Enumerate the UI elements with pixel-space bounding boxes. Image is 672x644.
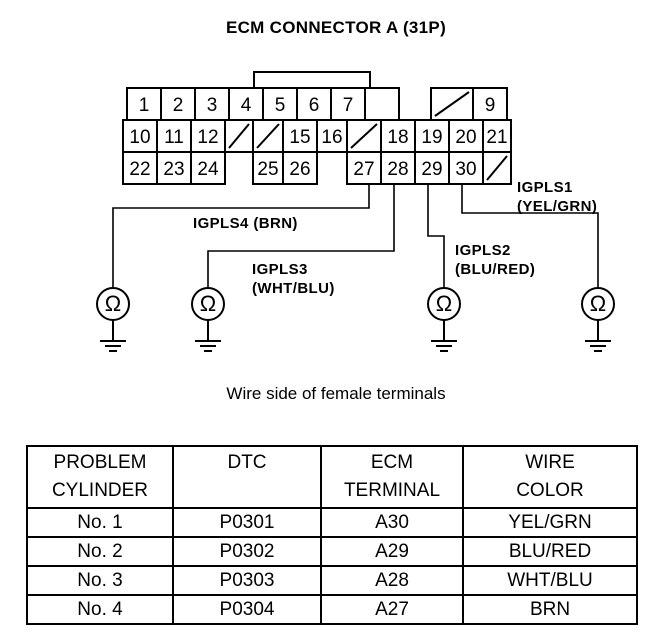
table-row: No. 2 P0302 A29 BLU/RED [26, 536, 638, 567]
ohm-icon: Ω [436, 291, 452, 316]
table-header-row: PROBLEM CYLINDER DTC ECM TERMINAL WIRE C… [26, 445, 638, 509]
pin-number: 2 [173, 95, 184, 116]
pin-number: 9 [485, 95, 496, 116]
cell-terminal: A27 [320, 594, 464, 625]
empty-cavity-slash [434, 91, 470, 117]
pin-number: 26 [289, 159, 310, 180]
ohm-meter-igpls2: Ω [427, 287, 461, 352]
wire-igpls2 [427, 183, 445, 288]
ohm-meter-igpls4: Ω [96, 287, 130, 352]
cell-terminal: A30 [320, 507, 464, 538]
wire-igpls3 [207, 183, 395, 288]
pin-number: 10 [129, 127, 150, 148]
ohm-icon: Ω [590, 291, 606, 316]
cell-cylinder: No. 1 [26, 507, 174, 538]
cell-wire-color: WHT/BLU [462, 565, 638, 596]
cell-dtc: P0301 [172, 507, 322, 538]
empty-cavity-slash [256, 123, 280, 149]
wire-label-igpls3: IGPLS3 (WHT/BLU) [252, 260, 335, 298]
wire-igpls1 [461, 183, 599, 288]
wire-color: (BLU/RED) [455, 261, 536, 278]
connector-cavity [190, 151, 226, 185]
connector-cavity [472, 87, 508, 121]
connector-cavity [190, 119, 226, 153]
pin-number: 20 [455, 127, 476, 148]
header-dtc: DTC [172, 445, 322, 509]
pin-number: 23 [163, 159, 184, 180]
pin-number: 6 [309, 95, 320, 116]
connector-cavity [448, 151, 484, 185]
table-row: No. 1 P0301 A30 YEL/GRN [26, 507, 638, 538]
connector-cavity [364, 87, 400, 121]
cell-dtc: P0304 [172, 594, 322, 625]
pin-number: 27 [353, 159, 374, 180]
wire-label-igpls1: IGPLS1 (YEL/GRN) [517, 178, 597, 216]
pin-number: 11 [164, 127, 184, 148]
pin-number: 22 [129, 159, 150, 180]
header-wire-color: WIRE COLOR [462, 445, 638, 509]
header-problem-cylinder: PROBLEM CYLINDER [26, 445, 174, 509]
wire-name: IGPLS2 [455, 242, 511, 259]
cell-wire-color: YEL/GRN [462, 507, 638, 538]
wire-name: IGPLS1 [517, 179, 573, 196]
ohm-icon: Ω [200, 291, 216, 316]
pin-number: 3 [207, 95, 218, 116]
connector-cavity [316, 119, 348, 153]
connector-latch [253, 71, 371, 88]
wire-color: (BRN) [253, 215, 298, 232]
connector-cavity [482, 119, 512, 153]
pin-number: 1 [139, 95, 150, 116]
connector-title: ECM CONNECTOR A (31P) [225, 18, 447, 37]
pin-number: 7 [343, 95, 354, 116]
connector-cavity [380, 151, 416, 185]
pin-number: 4 [241, 95, 252, 116]
cell-wire-color: BLU/RED [462, 536, 638, 567]
pin-number: 12 [197, 127, 218, 148]
ohm-meter-igpls3: Ω [191, 287, 225, 352]
ohm-meter-igpls1: Ω [581, 287, 615, 352]
pin-number: 21 [486, 127, 507, 148]
wire-name: IGPLS4 [193, 215, 249, 232]
cell-wire-color: BRN [462, 594, 638, 625]
header-ecm-terminal: ECM TERMINAL [320, 445, 464, 509]
cell-terminal: A28 [320, 565, 464, 596]
pin-number: 25 [257, 159, 278, 180]
wire-color: (WHT/BLU) [252, 280, 335, 297]
pin-number: 16 [321, 127, 342, 148]
connector-cavity [160, 87, 196, 121]
diagram-caption: Wire side of female terminals [226, 384, 446, 403]
cell-dtc: P0303 [172, 565, 322, 596]
pin-number: 30 [455, 159, 476, 180]
wire-name: IGPLS3 [252, 261, 308, 278]
cell-cylinder: No. 4 [26, 594, 174, 625]
connector-cavity [282, 151, 318, 185]
wire-igpls4 [112, 183, 370, 288]
cell-cylinder: No. 3 [26, 565, 174, 596]
cell-terminal: A29 [320, 536, 464, 567]
ohm-icon: Ω [105, 291, 121, 316]
table-row: No. 4 P0304 A27 BRN [26, 594, 638, 625]
wire-color: (YEL/GRN) [517, 198, 598, 215]
pin-number: 19 [421, 127, 442, 148]
pin-number: 29 [421, 159, 442, 180]
pin-number: 15 [289, 127, 310, 148]
empty-cavity-slash [350, 123, 378, 149]
wire-label-igpls4: IGPLS4 (BRN) [193, 214, 298, 233]
pin-number: 5 [275, 95, 286, 116]
cell-cylinder: No. 2 [26, 536, 174, 567]
pin-number: 24 [197, 159, 219, 180]
dtc-table: PROBLEM CYLINDER DTC ECM TERMINAL WIRE C… [26, 445, 638, 625]
table-row: No. 3 P0303 A28 WHT/BLU [26, 565, 638, 596]
empty-cavity-slash [228, 123, 250, 149]
connector-cavity [414, 119, 450, 153]
pin-number: 28 [387, 159, 408, 180]
pin-number: 18 [387, 127, 408, 148]
empty-cavity-slash [486, 155, 508, 181]
wire-label-igpls2: IGPLS2 (BLU/RED) [455, 241, 535, 279]
cell-dtc: P0302 [172, 536, 322, 567]
